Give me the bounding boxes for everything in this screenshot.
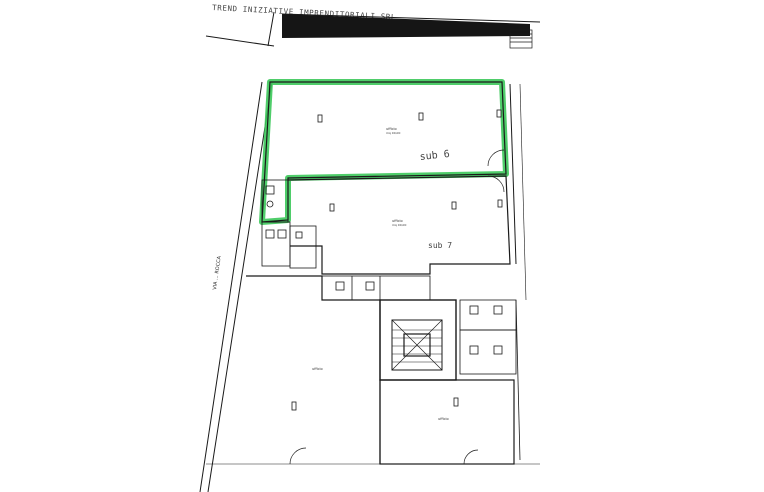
unit-sub7-label: sub 7: [428, 241, 452, 250]
stair-core: [379, 299, 457, 381]
door-arc: [289, 447, 307, 465]
door-arc: [463, 449, 479, 465]
paper-sheet: [206, 0, 542, 492]
top-stair: [509, 29, 533, 49]
lower-left-unit: ufficio: [246, 275, 381, 465]
room-area-sub7: mq 00,00: [392, 223, 406, 227]
street-boundary: [199, 81, 273, 492]
sub7-pillars: [329, 199, 503, 212]
door-arc: [487, 149, 505, 167]
elevator-shaft: [403, 333, 431, 357]
unit-sub6-label: sub 6: [419, 149, 450, 163]
door-arc: [487, 175, 505, 193]
top-neighbor-building: [205, 11, 541, 49]
dark-fill-block: [282, 14, 530, 38]
right-service-block: [459, 299, 521, 461]
left-service-block: [261, 179, 317, 269]
street-label: VIA ... ROCCA: [212, 255, 223, 290]
sub6-pillars: [317, 109, 502, 123]
room-label-sub7: ufficio: [392, 219, 403, 223]
unit-sub7: ufficio mq 00,00 sub 7: [287, 175, 511, 275]
room-label-lower-right: ufficio: [438, 417, 449, 421]
room-label-lower-left: ufficio: [312, 367, 323, 371]
room-area-sub6: mq 00,00: [386, 131, 400, 135]
room-label-sub6: ufficio: [386, 127, 397, 131]
